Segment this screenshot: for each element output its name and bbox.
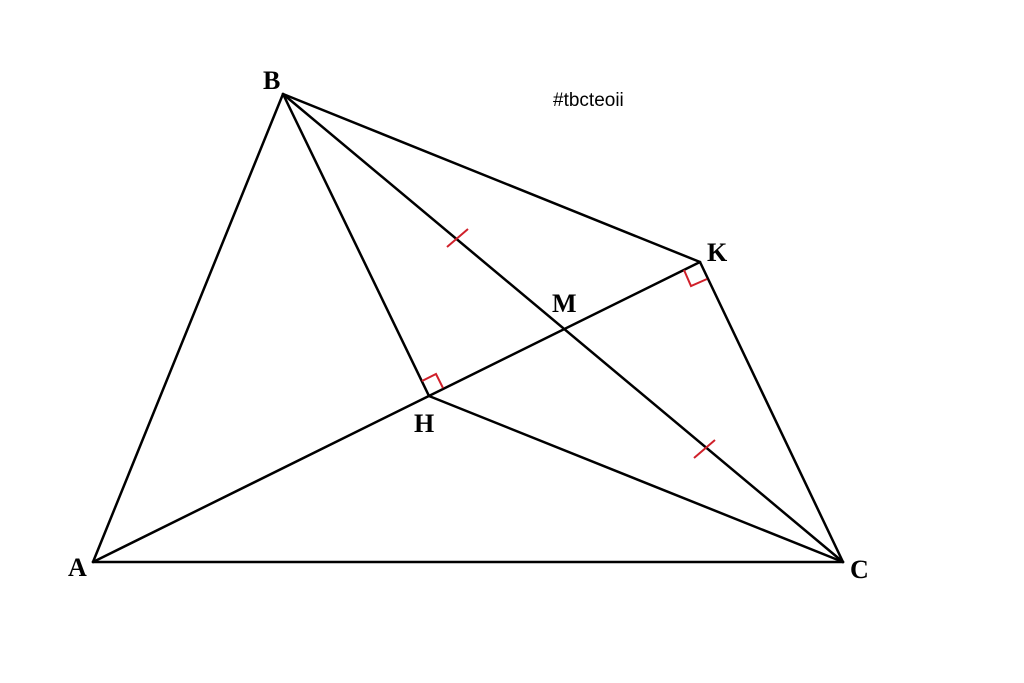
label-K: K xyxy=(707,238,728,267)
segment-BC xyxy=(281,92,845,564)
right-angle-mark-H xyxy=(421,372,444,389)
tick-mark-MC xyxy=(693,439,716,459)
label-C: C xyxy=(850,555,869,584)
label-B: B xyxy=(263,66,280,95)
tick-mark-BM xyxy=(446,228,469,248)
segment-BK xyxy=(281,92,702,264)
hashtag-text: #tbcteoii xyxy=(553,90,624,111)
segment-AB xyxy=(91,92,285,564)
label-A: A xyxy=(68,553,87,582)
label-H: H xyxy=(414,409,434,438)
segment-HC xyxy=(427,394,845,564)
segment-KC xyxy=(698,260,845,564)
label-M: M xyxy=(552,289,577,318)
segment-BH xyxy=(281,92,431,398)
right-angle-mark-K xyxy=(683,269,708,288)
segment-AK xyxy=(91,260,702,564)
